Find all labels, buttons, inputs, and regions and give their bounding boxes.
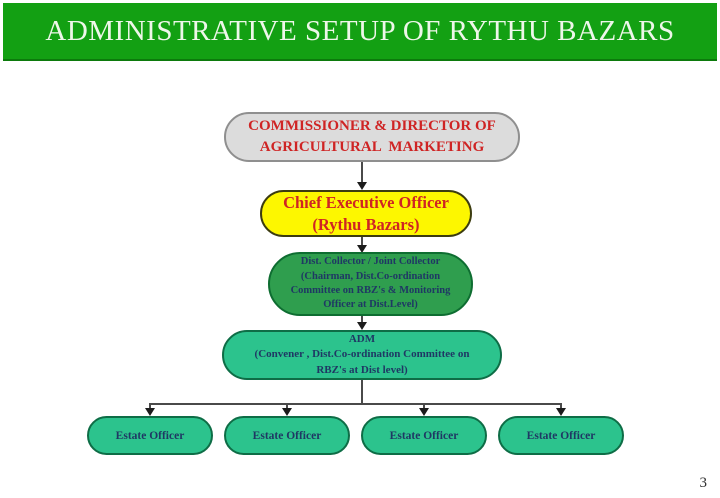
- node-adm: ADM (Convener , Dist.Co-ordination Commi…: [222, 330, 502, 380]
- connector-estate-2-drop: [286, 403, 288, 409]
- node-chief-executive-officer: Chief Executive Officer (Rythu Bazars): [260, 190, 472, 237]
- connector-ceo-to-dist-line: [361, 237, 363, 246]
- connector-commissioner-to-ceo-line: [361, 162, 363, 183]
- node-commissioner-director: COMMISSIONER & DIRECTOR OF AGRICULTURAL …: [224, 112, 520, 162]
- connector-commissioner-to-ceo-arrowhead: [357, 182, 367, 190]
- connector-estate-2-arrowhead: [282, 408, 292, 416]
- node-estate-officer-4: Estate Officer: [498, 416, 624, 455]
- connector-estate-3-drop: [423, 403, 425, 409]
- connector-dist-to-adm-arrowhead: [357, 322, 367, 330]
- node-estate-officer-1: Estate Officer: [87, 416, 213, 455]
- node-estate-officer-3-label: Estate Officer: [389, 429, 459, 442]
- connector-estate-3-arrowhead: [419, 408, 429, 416]
- slide-title-bar: ADMINISTRATIVE SETUP OF RYTHU BAZARS: [3, 3, 717, 61]
- node-adm-label: ADM (Convener , Dist.Co-ordination Commi…: [254, 332, 470, 376]
- connector-estate-1-arrowhead: [145, 408, 155, 416]
- node-estate-officer-1-label: Estate Officer: [115, 429, 185, 442]
- connector-estate-4-arrowhead: [556, 408, 566, 416]
- page-number: 3: [699, 475, 708, 491]
- connector-adm-trunk-line: [361, 380, 363, 404]
- node-estate-officer-3: Estate Officer: [361, 416, 487, 455]
- node-dist-collector: Dist. Collector / Joint Collector (Chair…: [268, 252, 473, 316]
- node-dist-collector-label: Dist. Collector / Joint Collector (Chair…: [290, 256, 451, 311]
- node-estate-officer-4-label: Estate Officer: [526, 429, 596, 442]
- connector-dist-to-adm-line: [361, 316, 363, 323]
- connector-ceo-to-dist-arrowhead: [357, 245, 367, 253]
- node-chief-executive-officer-label: Chief Executive Officer (Rythu Bazars): [283, 193, 449, 234]
- slide-title: ADMINISTRATIVE SETUP OF RYTHU BAZARS: [45, 14, 675, 47]
- connector-estate-rail-line: [149, 403, 562, 405]
- node-estate-officer-2-label: Estate Officer: [252, 429, 322, 442]
- connector-estate-1-drop: [149, 403, 151, 409]
- connector-estate-4-drop: [560, 403, 562, 409]
- node-commissioner-director-label: COMMISSIONER & DIRECTOR OF AGRICULTURAL …: [248, 118, 496, 155]
- node-estate-officer-2: Estate Officer: [224, 416, 350, 455]
